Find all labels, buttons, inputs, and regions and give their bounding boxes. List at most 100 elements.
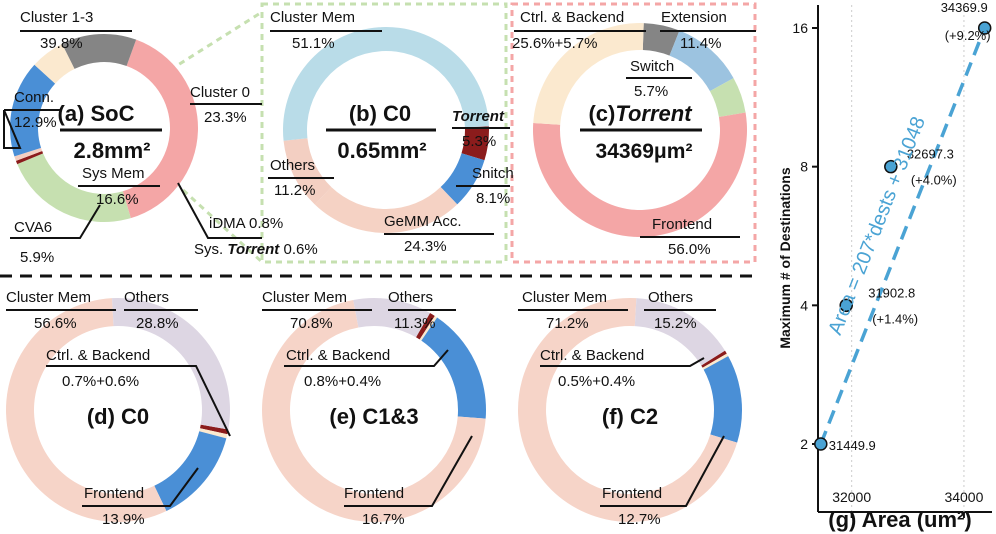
pct-clustermem: 51.1% <box>292 35 335 52</box>
panel-a-annotations: Cluster 1-3 39.8% Cluster 0 23.3% Conn. … <box>3 9 318 266</box>
pct-ctrl-f: 0.5%+0.4% <box>558 373 635 390</box>
label-others-b: Others <box>270 157 315 174</box>
label-ctrl-e: Ctrl. & Backend <box>286 347 390 364</box>
pct-frontend-f: 12.7% <box>618 511 661 528</box>
label-conn: Conn. <box>14 89 54 106</box>
pct-cva6: 5.9% <box>20 249 54 266</box>
label-others-d: Others <box>124 289 169 306</box>
point-label: 34369.9 <box>941 0 988 15</box>
label-clustermem: Cluster Mem <box>270 9 355 26</box>
label-sysmem: Sys Mem <box>82 165 145 182</box>
label-cluster0: Cluster 0 <box>190 84 250 101</box>
label-mem-d: Cluster Mem <box>6 289 91 306</box>
leader-ctrl-f <box>540 357 705 367</box>
pct-frontend-c: 56.0% <box>668 241 711 258</box>
pct-others-d: 28.8% <box>136 315 179 332</box>
pct-conn: 12.9% <box>14 114 57 131</box>
zoom-connector-top <box>169 10 263 72</box>
title-f: (f) C2 <box>602 404 658 429</box>
panel-b-annotations: Cluster Mem 51.1% Torrent 5.3% Others 11… <box>268 9 514 255</box>
label-mem-f: Cluster Mem <box>522 289 607 306</box>
slice-cluster-mem <box>282 26 489 141</box>
y-tick-label: 8 <box>800 159 808 175</box>
label-torrent-b: Torrent <box>452 108 505 125</box>
slice-torrent <box>461 126 489 161</box>
pct-ctrl-e: 0.8%+0.4% <box>304 373 381 390</box>
label-frontend-e: Frontend <box>344 485 404 502</box>
label-cva6: CVA6 <box>14 219 52 236</box>
pct-ctrl-d: 0.7%+0.6% <box>62 373 139 390</box>
pct-ctrl-c: 25.6%+5.7% <box>512 35 597 52</box>
slice-switch <box>709 78 746 117</box>
leader-torrent-idma <box>177 182 262 239</box>
title-b: (b) C0 <box>349 101 411 126</box>
panel-c-frame <box>510 2 757 264</box>
x-axis-title: (g) Area (um²) <box>828 507 971 532</box>
slice-backend <box>533 23 644 125</box>
scatter-points: 31449.931902.8(+1.4%)32697.3(+4.0%)34369… <box>814 0 992 453</box>
pct-gemm: 24.3% <box>404 238 447 255</box>
label-sys-torrent-name: Torrent <box>227 241 280 258</box>
pct-sysmem: 16.6% <box>96 191 139 208</box>
leader-cva6 <box>10 204 101 239</box>
label-ctrl-c: Ctrl. & Backend <box>520 9 624 26</box>
leader-frontend-e <box>344 435 473 507</box>
slice-others <box>353 298 430 338</box>
point-label: 31449.9 <box>829 438 876 453</box>
pct-others-e: 11.3% <box>394 315 435 332</box>
pct-mem-e: 70.8% <box>290 315 333 332</box>
slice-frontend <box>154 431 227 511</box>
label-frontend-f: Frontend <box>602 485 662 502</box>
panel-d-annotations: Cluster Mem 56.6% Others 28.8% Ctrl. & B… <box>6 289 231 528</box>
title-c-name: Torrent <box>615 101 693 126</box>
leader-ctrl-d <box>46 365 231 437</box>
slice-frontend <box>703 356 743 443</box>
slice-cluster-1-3 <box>122 39 198 219</box>
donut-c0-torrent <box>6 298 230 522</box>
pct-others-f: 15.2% <box>654 315 697 332</box>
label-frontend-d: Frontend <box>84 485 144 502</box>
label-ctrl-f: Ctrl. & Backend <box>540 347 644 364</box>
title-d: (d) C0 <box>87 404 149 429</box>
slice-cluster-mem <box>6 298 167 522</box>
pct-torrent-b: 5.3% <box>462 133 496 150</box>
pct-switch: 5.7% <box>634 83 668 100</box>
slice-backend <box>702 353 729 370</box>
title-e: (e) C1&3 <box>329 404 418 429</box>
label-extension: Extension <box>661 9 727 26</box>
area-a: 2.8mm² <box>73 138 150 163</box>
pct-extension: 11.4% <box>680 35 721 52</box>
slice-backend <box>419 315 438 341</box>
point-label: 31902.8 <box>868 285 915 300</box>
slice-sys-torrent <box>15 151 44 165</box>
label-sys-torrent-pct: 0.6% <box>283 241 317 258</box>
slice-ctrl- <box>416 313 435 340</box>
label-gemm: GeMM Acc. <box>384 213 462 230</box>
slice-ctrl- <box>701 350 727 368</box>
slice-backend <box>199 428 228 439</box>
fit-line <box>819 27 987 445</box>
slice-conn- <box>62 34 137 69</box>
pct-snitch: 8.1% <box>476 190 510 207</box>
donut-c0-cluster <box>282 26 489 233</box>
pct-cluster0: 23.3% <box>204 109 247 126</box>
slice-others <box>112 298 230 430</box>
data-point <box>814 437 828 451</box>
point-delta: (+1.4%) <box>872 311 918 326</box>
label-sys-torrent: Sys. Torrent 0.6% <box>194 241 318 258</box>
label-ctrl-d: Ctrl. & Backend <box>46 347 150 364</box>
slice-gemm-acc- <box>314 187 458 233</box>
y-tick-label: 16 <box>792 20 808 36</box>
y-tick-label: 2 <box>800 436 808 452</box>
point-delta: (+4.0%) <box>911 173 957 188</box>
label-others-f: Others <box>648 289 693 306</box>
area-b: 0.65mm² <box>337 138 426 163</box>
donut-c2-torrent <box>518 298 743 523</box>
label-sys-prefix: Sys. <box>194 241 223 258</box>
slice-idma <box>14 147 43 161</box>
pct-frontend-d: 13.9% <box>102 511 145 528</box>
leader-frontend-f <box>600 435 725 507</box>
